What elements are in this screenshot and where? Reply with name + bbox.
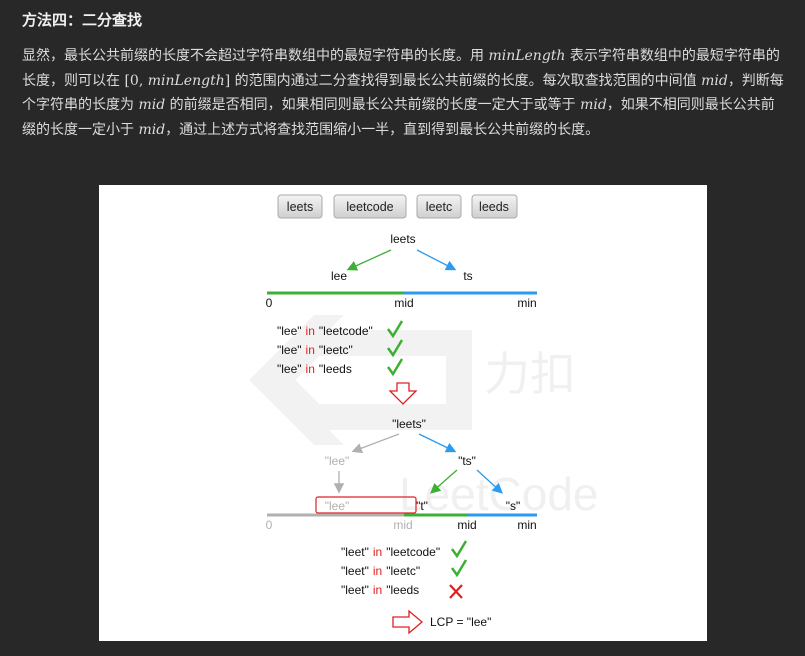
step1-split: leets lee ts bbox=[331, 232, 473, 283]
box-left-label: "lee" bbox=[325, 499, 350, 513]
paragraph-text: 的前缀是否相同，如果相同则最长公共前缀的长度一定大于或等于 bbox=[165, 97, 581, 113]
step2-leaf: "s" bbox=[506, 499, 521, 513]
paragraph-text: ，判断每个字符串的长度为 bbox=[22, 72, 784, 114]
binary-search-figure: LeetCode 力扣 leets leetcode leetc leeds l… bbox=[99, 185, 707, 641]
box-right-label: "t" bbox=[416, 499, 428, 513]
math-mid: mid bbox=[580, 97, 607, 113]
step1-axis: 0 mid min bbox=[266, 291, 537, 310]
down-arrow-icon bbox=[388, 382, 418, 405]
arrow-left bbox=[351, 433, 400, 454]
step2-root: "leets" bbox=[392, 417, 426, 431]
word-chip bbox=[277, 194, 323, 219]
axis-start: 0 bbox=[266, 296, 273, 310]
paragraph-text: 表示字符串数组中的最短字符串的长度，则可以在 bbox=[22, 48, 780, 89]
word-chip-label: leetc bbox=[426, 200, 452, 214]
step1-left: lee bbox=[331, 269, 347, 283]
input-words: leets leetcode leetc leeds bbox=[277, 194, 518, 219]
watermark-text: LeetCode bbox=[399, 468, 599, 520]
axis-mid: mid bbox=[457, 518, 476, 532]
math-range-close: ] bbox=[224, 72, 231, 89]
prefix-box bbox=[315, 496, 417, 514]
paragraph-text: ，如果不相同则最长公共前缀的长度一定小于 bbox=[22, 97, 775, 138]
arrow-right bbox=[416, 249, 457, 271]
section-heading: 方法四：二分查找 bbox=[22, 11, 143, 29]
arrow-blue bbox=[476, 469, 503, 494]
step2-split: "leets" "lee" "ts" "lee" "t" "s" bbox=[315, 417, 521, 514]
check-row: "leet"in"leeds bbox=[341, 583, 419, 597]
result-row: LCP = "lee" bbox=[392, 609, 491, 635]
checkmark-icon bbox=[386, 339, 404, 358]
math-mid: mid bbox=[701, 72, 728, 89]
word-chip bbox=[471, 194, 518, 219]
word-chip bbox=[416, 194, 462, 219]
checkmark-icon bbox=[386, 320, 404, 339]
axis-end: min bbox=[517, 296, 536, 310]
axis-end: min bbox=[517, 518, 536, 532]
arrow-green bbox=[430, 469, 458, 494]
leetcode-watermark: LeetCode 力扣 bbox=[249, 315, 599, 520]
step2-right: "ts" bbox=[458, 454, 476, 468]
paragraph-text: 显然，最长公共前缀的长度不会超过字符串数组中的最短字符串的长度。用 bbox=[22, 48, 489, 64]
watermark-cn-text: 力扣 bbox=[484, 348, 576, 400]
section-paragraph: 显然，最长公共前缀的长度不会超过字符串数组中的最短字符串的长度。用 minLen… bbox=[22, 44, 784, 142]
axis-old-mid: mid bbox=[393, 518, 412, 532]
word-chip-label: leeds bbox=[479, 200, 509, 214]
check-row: "leet"in"leetcode" bbox=[341, 545, 440, 559]
step1-right: ts bbox=[463, 269, 472, 283]
step2-checks: "leet"in"leetcode" "leet"in"leetc" "leet… bbox=[341, 540, 468, 599]
figure-svg: LeetCode 力扣 leets leetcode leetc leeds l… bbox=[249, 194, 599, 635]
checkmark-icon bbox=[386, 358, 404, 377]
checkmark-icon bbox=[450, 559, 468, 578]
word-chip-label: leets bbox=[287, 200, 313, 214]
paragraph-text: 的范围内通过二分查找得到最长公共前缀的长度。每次取查找范围的中间值 bbox=[230, 72, 702, 89]
arrow-left bbox=[346, 249, 392, 271]
word-chip bbox=[333, 194, 407, 219]
step2-left: "lee" bbox=[325, 454, 350, 468]
right-arrow-icon bbox=[392, 609, 424, 635]
check-row: "lee"in"leeds bbox=[277, 362, 352, 376]
math-mid: mid bbox=[138, 97, 166, 113]
step1-root: leets bbox=[390, 232, 415, 246]
step1-checks: "lee"in"leetcode" "lee"in"leetc" "lee"in… bbox=[277, 320, 404, 377]
axis-start: 0 bbox=[266, 518, 273, 532]
word-chip-label: leetcode bbox=[346, 200, 393, 214]
axis-mid: mid bbox=[394, 296, 413, 310]
math-mid: mid bbox=[138, 121, 166, 138]
check-row: "leet"in"leetc" bbox=[341, 564, 420, 578]
check-row: "lee"in"leetcode" bbox=[277, 324, 373, 338]
math-minlength: minLength bbox=[488, 48, 566, 64]
arrow-right bbox=[418, 433, 457, 453]
paragraph-text: ，通过上述方式将查找范围缩小一半，直到得到最长公共前缀的长度。 bbox=[165, 121, 600, 138]
cross-icon bbox=[449, 584, 463, 599]
result-label: LCP = "lee" bbox=[430, 615, 491, 629]
checkmark-icon bbox=[450, 540, 468, 559]
math-minlength: minLength bbox=[147, 72, 225, 89]
check-row: "lee"in"leetc" bbox=[277, 343, 353, 357]
step2-axis: 0 mid mid min bbox=[266, 513, 537, 532]
math-range-open: [0, bbox=[124, 72, 148, 89]
